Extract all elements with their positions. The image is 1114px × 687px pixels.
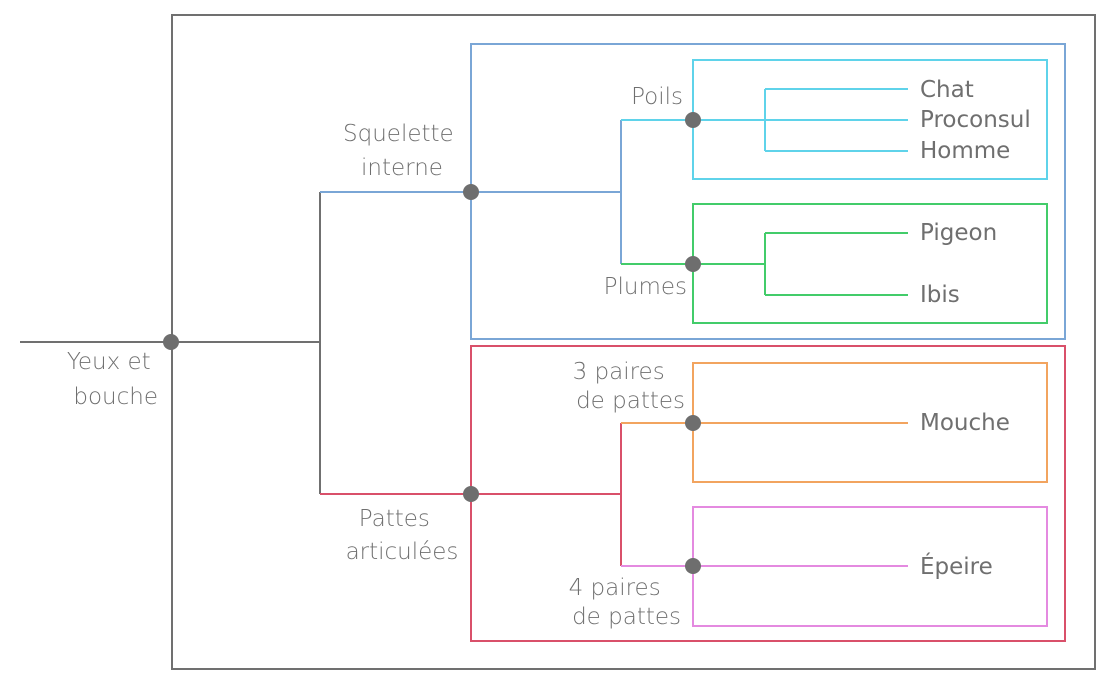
taxon-chat: Chat xyxy=(920,77,974,103)
taxon-epeire: Épeire xyxy=(920,552,993,580)
node-squelette xyxy=(463,184,479,200)
label-pattes-articulees: Pattes articulées xyxy=(346,506,459,565)
node-trois-paires xyxy=(685,415,701,431)
taxon-mouche: Mouche xyxy=(920,410,1010,436)
taxon-proconsul: Proconsul xyxy=(920,107,1031,133)
taxon-pigeon: Pigeon xyxy=(920,220,997,246)
branch-root xyxy=(20,192,321,494)
branch-squelette xyxy=(320,120,622,264)
label-yeux-bouche: Yeux et bouche xyxy=(67,349,158,410)
label-poils: Poils xyxy=(631,84,683,110)
node-pattes xyxy=(463,486,479,502)
label-plumes: Plumes xyxy=(604,274,687,300)
node-quatre-paires xyxy=(685,558,701,574)
branch-pattes xyxy=(320,423,622,566)
taxon-homme: Homme xyxy=(920,138,1010,164)
label-quatre-paires: 4 paires de pattes xyxy=(569,575,681,630)
node-yeux-bouche xyxy=(163,334,179,350)
node-poils xyxy=(685,112,701,128)
taxon-ibis: Ibis xyxy=(920,282,960,308)
label-trois-paires: 3 paires de pattes xyxy=(573,359,685,414)
node-plumes xyxy=(685,256,701,272)
label-squelette-interne: Squelette interne xyxy=(343,121,461,181)
